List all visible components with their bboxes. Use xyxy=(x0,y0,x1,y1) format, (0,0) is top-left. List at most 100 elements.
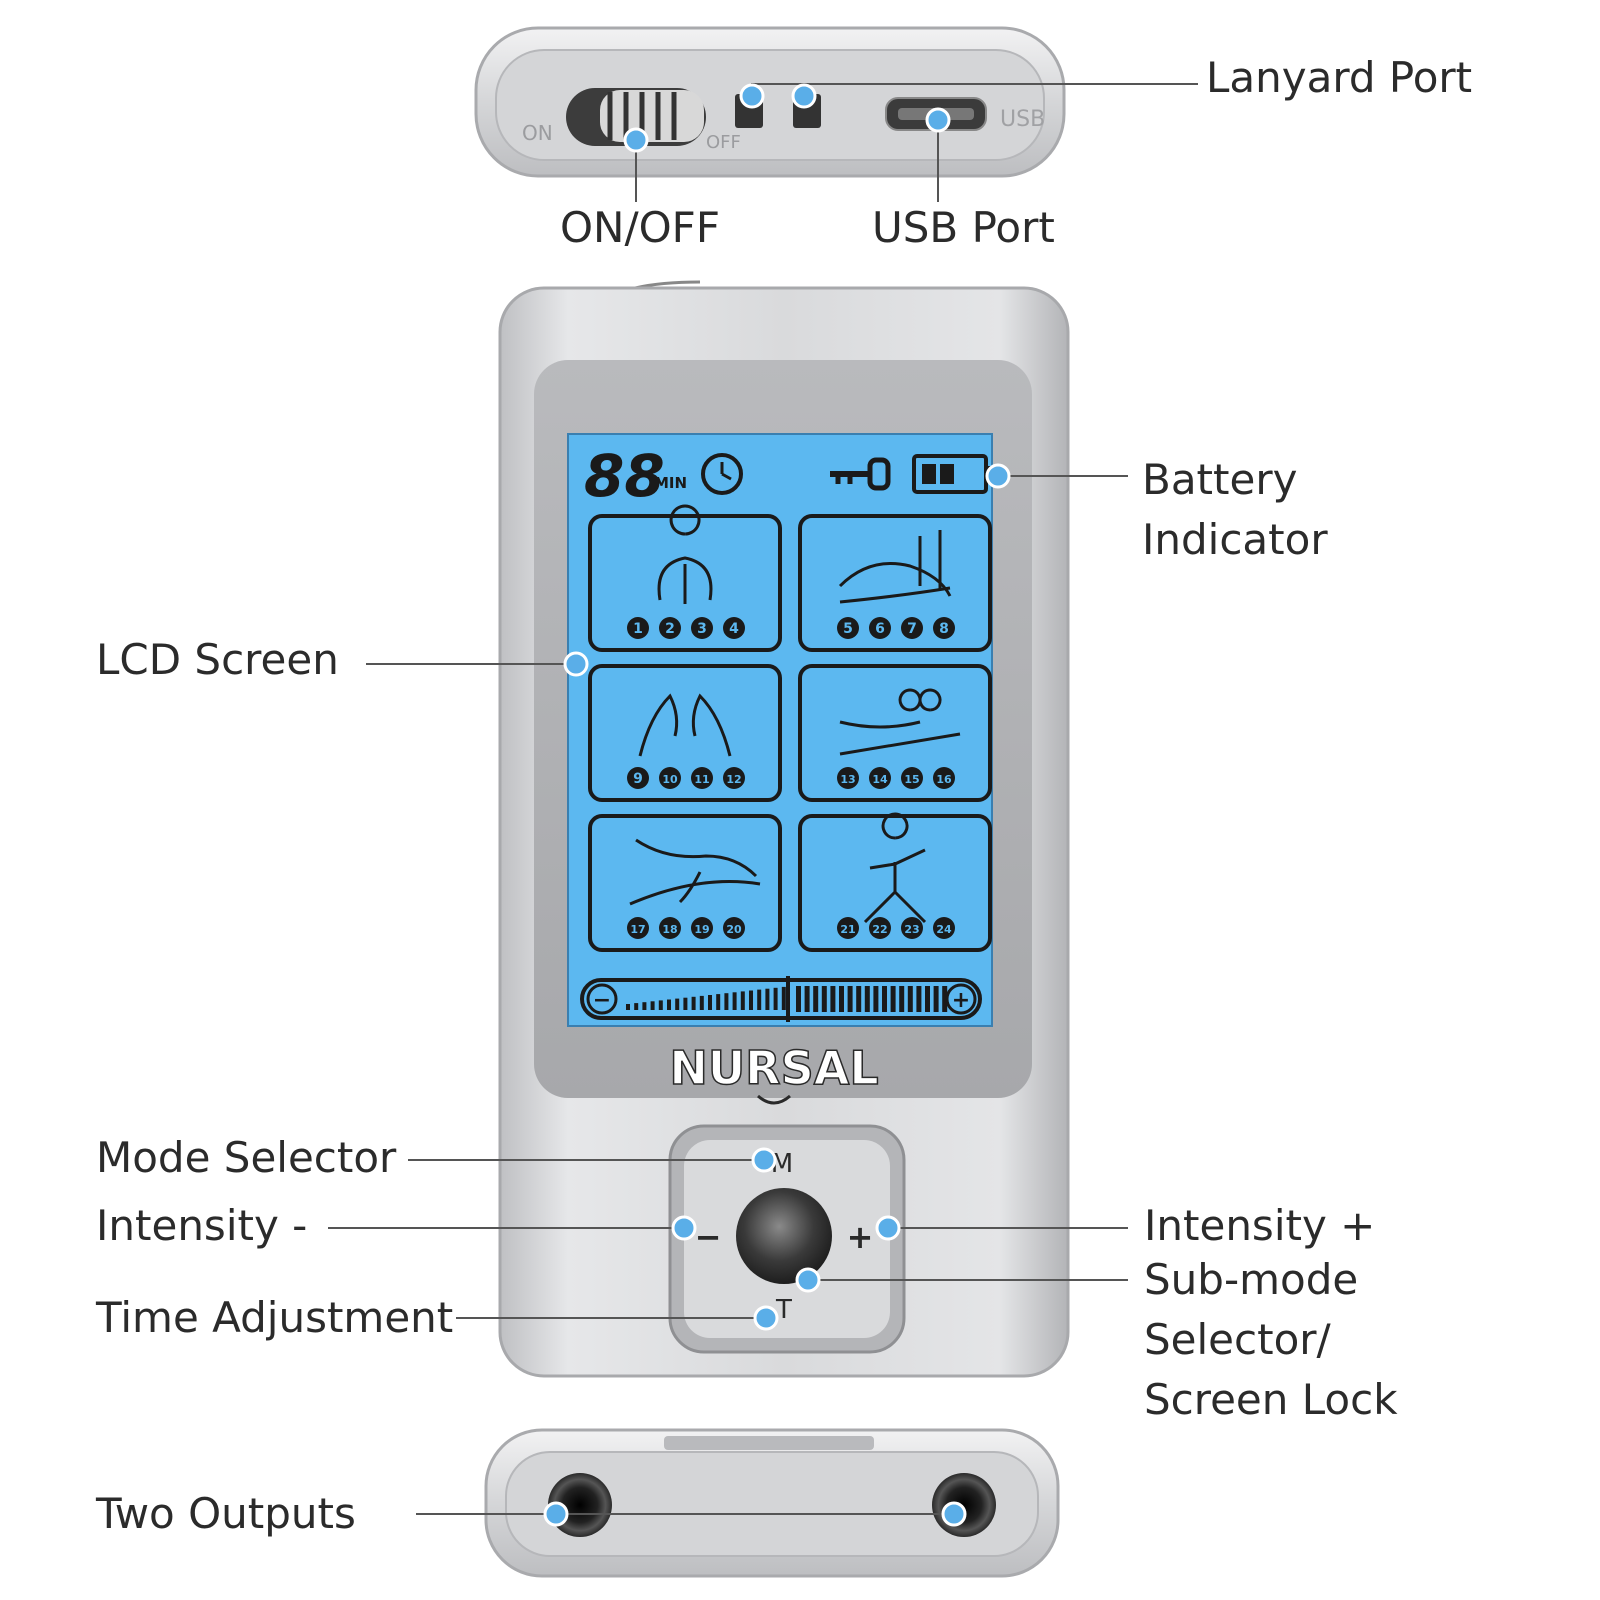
intensity-tick xyxy=(907,986,913,1012)
mode-number-badge xyxy=(869,617,891,639)
mode-key[interactable]: M xyxy=(771,1149,793,1179)
intensity-tick xyxy=(925,986,930,1012)
mode-number: 6 xyxy=(875,621,885,637)
mode-number: 9 xyxy=(633,771,643,787)
mode-number: 22 xyxy=(872,923,887,936)
intensity-tick xyxy=(732,992,737,1010)
mode-number: 24 xyxy=(936,923,952,936)
plus-key[interactable]: + xyxy=(847,1218,874,1256)
mode-number: 1 xyxy=(633,621,643,637)
body-area-icon xyxy=(863,812,927,924)
label-mode-selector: Mode Selector xyxy=(96,1133,397,1182)
intensity-tick xyxy=(765,988,770,1010)
mode-number: 19 xyxy=(694,923,709,936)
intensity-tick xyxy=(699,995,704,1010)
mode-number-badge xyxy=(933,917,955,939)
intensity-tick xyxy=(642,1002,647,1010)
mode-number-badge xyxy=(933,767,955,789)
intensity-tick xyxy=(708,995,712,1010)
minus-key[interactable]: − xyxy=(695,1218,722,1256)
label-on-off: ON/OFF xyxy=(560,203,721,252)
mode-number-badge xyxy=(627,767,649,789)
intensity-tick xyxy=(634,1003,639,1010)
mode-number-badge xyxy=(723,767,745,789)
intensity-tick xyxy=(675,998,680,1010)
body-area-icon xyxy=(839,688,961,756)
intensity-tick xyxy=(683,997,688,1010)
intensity-plus-symbol: + xyxy=(952,988,970,1013)
brand-logo: NURSAL xyxy=(669,1041,878,1095)
mode-number: 5 xyxy=(843,621,853,637)
mode-number: 20 xyxy=(726,923,742,936)
mode-number: 8 xyxy=(939,621,949,637)
mode-number: 11 xyxy=(694,773,709,786)
intensity-tick xyxy=(804,986,810,1012)
mode-number: 4 xyxy=(729,621,739,637)
callout-markers xyxy=(543,83,1011,1527)
time-key[interactable]: T xyxy=(775,1295,792,1325)
intensity-tick xyxy=(916,986,922,1012)
mode-number: 14 xyxy=(872,773,888,786)
mode-panel-3: 9 10 11 12 xyxy=(588,664,782,802)
label-usb-port: USB Port xyxy=(872,203,1055,252)
mode-number-badge xyxy=(627,617,649,639)
mode-number-badge xyxy=(869,917,891,939)
mode-number-badge xyxy=(901,917,923,939)
intensity-tick xyxy=(813,986,819,1012)
label-intensity-plus: Intensity + xyxy=(1144,1201,1376,1250)
intensity-tick xyxy=(650,1001,655,1010)
intensity-tick xyxy=(882,986,887,1012)
intensity-tick xyxy=(890,986,896,1012)
intensity-tick xyxy=(667,999,671,1010)
body-area-icon xyxy=(657,504,713,604)
intensity-tick xyxy=(773,987,778,1010)
mode-number: 12 xyxy=(726,773,741,786)
mode-number-badge xyxy=(837,767,859,789)
intensity-ticks xyxy=(626,986,948,1012)
mode-number-badge xyxy=(901,617,923,639)
intensity-tick xyxy=(740,991,745,1010)
mode-panel-2: 5 6 7 8 xyxy=(798,514,992,652)
mode-number: 7 xyxy=(907,621,917,637)
timer-unit: MIN xyxy=(654,474,687,492)
intensity-tick xyxy=(757,989,762,1010)
mode-number-badge xyxy=(659,617,681,639)
key-lock-icon xyxy=(830,457,891,491)
keypad: M − + T xyxy=(668,1124,906,1354)
intensity-tick xyxy=(691,996,696,1010)
power-switch[interactable] xyxy=(566,88,706,146)
label-intensity-minus: Intensity - xyxy=(96,1201,308,1250)
mode-number: 10 xyxy=(662,773,678,786)
center-knob-button[interactable] xyxy=(736,1188,832,1284)
mode-number-badge xyxy=(901,767,923,789)
mode-number-badge xyxy=(869,767,891,789)
intensity-tick xyxy=(839,986,844,1012)
body-area-icon xyxy=(629,838,761,906)
intensity-tick xyxy=(821,986,827,1012)
intensity-tick xyxy=(942,986,948,1012)
leader-lines xyxy=(328,83,1198,1515)
intensity-tick xyxy=(716,994,721,1010)
output-jack-right[interactable] xyxy=(932,1473,996,1537)
mode-number: 18 xyxy=(662,923,677,936)
mode-number-badge xyxy=(933,617,955,639)
label-lanyard-port: Lanyard Port xyxy=(1206,53,1473,102)
device-top-view: ON OFF USB xyxy=(474,26,1066,178)
mode-number-badge xyxy=(691,617,713,639)
usb-label: USB xyxy=(1000,107,1045,132)
mode-number: 15 xyxy=(904,773,919,786)
intensity-tick xyxy=(847,986,853,1012)
off-label: OFF xyxy=(706,132,741,153)
label-lcd-screen: LCD Screen xyxy=(96,635,339,684)
intensity-tick xyxy=(864,986,870,1012)
intensity-tick xyxy=(749,990,753,1010)
mode-number-badge xyxy=(659,767,681,789)
